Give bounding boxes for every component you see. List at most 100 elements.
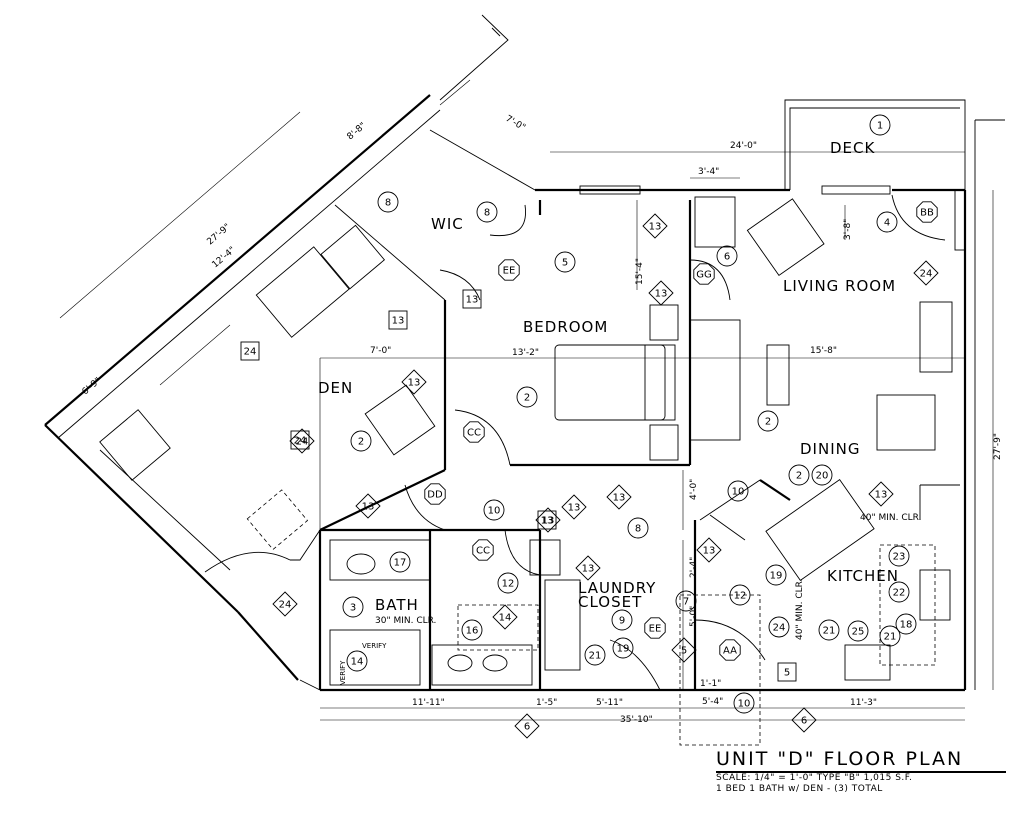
notes: 40" MIN. CLR. 40" MIN. CLR. 30" MIN. CLR… <box>339 513 921 685</box>
square-tag-s13a: 13 <box>462 289 482 309</box>
keynote-t24c: 24 <box>768 616 790 638</box>
room-living: LIVING ROOM <box>783 277 896 295</box>
square-tag-s24: 24 <box>240 341 260 361</box>
tag-label: 24 <box>279 600 292 611</box>
svg-text:12'-4": 12'-4" <box>211 245 238 270</box>
tag-label: 21 <box>589 651 602 662</box>
svg-text:27'-9": 27'-9" <box>993 433 1003 460</box>
tag-label: 13 <box>875 490 888 501</box>
tag-label: 16 <box>466 626 479 637</box>
tag-label: 19 <box>617 644 630 655</box>
tag-label: 6 <box>724 252 730 263</box>
svg-text:35'-10": 35'-10" <box>620 715 653 725</box>
square-tag-s5: 5 <box>777 662 797 682</box>
keynote-t18: 18 <box>895 613 917 635</box>
tag-label: 13 <box>649 222 662 233</box>
door-tag-cc1: CC <box>463 421 485 443</box>
svg-text:2'-4": 2'-4" <box>689 557 699 578</box>
tag-label: 2 <box>765 417 771 428</box>
callout-d5: 5 <box>671 637 697 663</box>
keynote-t2a: 2 <box>516 386 538 408</box>
svg-text:VERIFY: VERIFY <box>339 660 347 685</box>
tag-label: 8 <box>484 208 490 219</box>
plan-unit-summary: 1 BED 1 BATH w/ DEN - (3) TOTAL <box>716 784 883 794</box>
room-deck: DECK <box>830 139 876 157</box>
svg-text:15'-8": 15'-8" <box>810 346 837 356</box>
svg-text:30" MIN. CLR.: 30" MIN. CLR. <box>375 616 436 626</box>
room-closet: CLOSET <box>578 593 642 611</box>
tag-label: 2 <box>524 393 530 404</box>
tag-label: 6 <box>524 722 530 733</box>
windows <box>579 185 966 251</box>
svg-text:27'-9": 27'-9" <box>206 222 233 247</box>
tag-label: 21 <box>823 626 836 637</box>
tag-label: CC <box>467 428 481 439</box>
tag-label: 8 <box>385 198 391 209</box>
callout-d13g: 13 <box>561 494 587 520</box>
tag-label: 13 <box>542 516 555 527</box>
callout-d6a: 6 <box>514 713 540 739</box>
keynote-t3: 3 <box>342 596 364 618</box>
tag-label: 13 <box>408 378 421 389</box>
tag-label: 7 <box>683 597 689 608</box>
keynote-t2d: 2 <box>788 464 810 486</box>
tag-label: 13 <box>582 564 595 575</box>
keynote-t25: 25 <box>847 620 869 642</box>
plan-scale: SCALE: 1/4" = 1'-0" TYPE "B" 1,015 S.F. <box>716 773 913 783</box>
tag-label: 13 <box>362 502 375 513</box>
keynote-t21c: 21 <box>879 625 901 647</box>
keynote-t5: 5 <box>554 251 576 273</box>
svg-text:VERIFY: VERIFY <box>362 642 387 650</box>
callout-d13a: 13 <box>642 213 668 239</box>
callout-d14: 14 <box>492 604 518 630</box>
svg-text:4'-0": 4'-0" <box>689 479 699 500</box>
svg-text:1'-5": 1'-5" <box>536 698 557 708</box>
tag-label: 2 <box>796 471 802 482</box>
tag-label: 22 <box>893 588 906 599</box>
tag-label: 23 <box>893 552 906 563</box>
tag-label: 24 <box>244 347 257 358</box>
tag-label: 3 <box>350 603 356 614</box>
room-labels: DECK LIVING ROOM BEDROOM WIC DEN DINING … <box>318 139 899 614</box>
door-tag-ee2: EE <box>644 617 666 639</box>
svg-text:5'-11": 5'-11" <box>596 698 623 708</box>
tag-label: 25 <box>852 627 865 638</box>
keynote-t10a: 10 <box>727 480 749 502</box>
tag-label: 21 <box>884 632 897 643</box>
tag-label: BB <box>920 208 934 219</box>
svg-text:8'-8": 8'-8" <box>346 121 369 142</box>
keynote-t12b: 12 <box>729 584 751 606</box>
tag-label: GG <box>696 270 712 281</box>
tag-label: 13 <box>655 289 668 300</box>
tag-label: 12 <box>502 579 515 590</box>
door-tag-bb: BB <box>916 201 938 223</box>
door-tag-aa: AA <box>719 639 741 661</box>
room-bath: BATH <box>375 596 419 614</box>
door-tag-gg: GG <box>693 263 715 285</box>
keynote-t10b: 10 <box>483 499 505 521</box>
keynote-t16: 16 <box>461 619 483 641</box>
callout-d6b: 6 <box>791 707 817 733</box>
tag-label: 5 <box>784 668 790 679</box>
callout-d13j: 13 <box>575 555 601 581</box>
callout-d24a: 24 <box>913 260 939 286</box>
callout-d13d: 13 <box>606 484 632 510</box>
callout-d24c: 24 <box>272 591 298 617</box>
keynote-t8b: 8 <box>476 201 498 223</box>
svg-text:1'-1": 1'-1" <box>700 679 721 689</box>
keynote-t21b: 21 <box>818 619 840 641</box>
door-tag-dd: DD <box>424 483 446 505</box>
square-tags: 13 13 24 24 13 5 <box>240 289 797 682</box>
svg-text:5'-0": 5'-0" <box>689 606 699 627</box>
room-den: DEN <box>318 379 353 397</box>
svg-text:13'-2": 13'-2" <box>512 348 539 358</box>
keynote-t4: 4 <box>876 211 898 233</box>
tag-label: 24 <box>920 269 933 280</box>
svg-text:7'-0": 7'-0" <box>504 114 527 133</box>
svg-text:5'-4": 5'-4" <box>702 697 723 707</box>
room-kitchen: KITCHEN <box>827 567 899 585</box>
tag-label: 6 <box>801 716 807 727</box>
title-block: UNIT "D" FLOOR PLAN SCALE: 1/4" = 1'-0" … <box>716 748 1006 795</box>
